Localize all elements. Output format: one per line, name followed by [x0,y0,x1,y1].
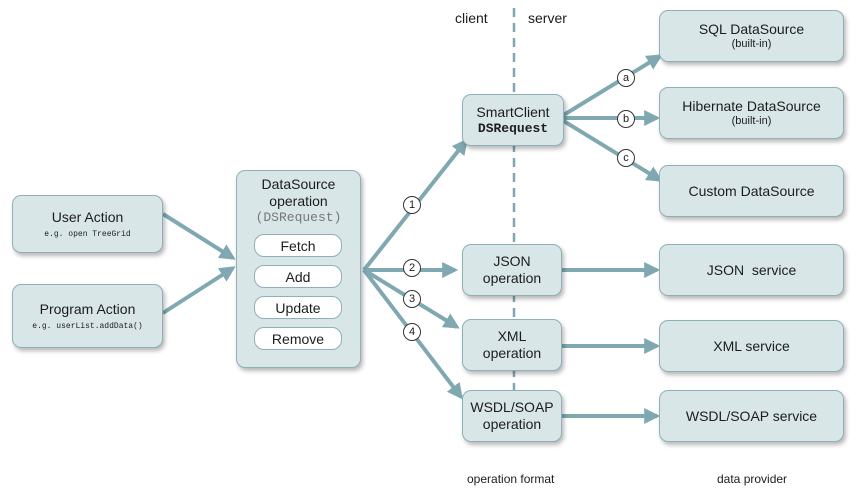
add-button[interactable]: Add [254,265,342,288]
remove-button[interactable]: Remove [254,327,342,350]
operation-request-label: (DSRequest) [255,209,342,225]
user-action-box: User Action e.g. open TreeGrid [12,195,163,253]
json-operation-box: JSON operation [462,244,562,296]
program-action-example: e.g. userList.addData() [32,321,143,331]
client-label: client [455,10,488,26]
operation-title-line2: operation [269,192,328,209]
hibernate-builtin-label: (built-in) [731,114,772,127]
json-operation-line2: operation [482,270,542,286]
custom-datasource-label: Custom DataSource [688,182,815,199]
custom-datasource-box: Custom DataSource [659,165,844,217]
xml-operation-line2: operation [482,345,542,361]
step-marker-4: 4 [403,323,421,341]
json-service-box: JSON service [659,244,844,296]
branch-marker-c: c [617,149,635,167]
smartclient-format-box: SmartClient DSRequest [462,94,564,146]
sql-datasource-label: SQL DataSource [698,21,805,37]
wsdl-service-label: WSDL/SOAP service [685,407,818,424]
branch-marker-b: b [617,110,635,128]
sql-datasource-box: SQL DataSource (built-in) [659,10,844,62]
program-action-box: Program Action e.g. userList.addData() [12,284,163,348]
step-marker-1: 1 [403,196,421,214]
xml-service-box: XML service [659,320,844,372]
operation-format-caption: operation format [467,472,555,486]
wsdl-service-box: WSDL/SOAP service [659,390,844,442]
xml-operation-line1: XML [497,328,527,345]
smartclient-label: SmartClient [476,103,550,120]
xml-operation-box: XML operation [462,319,562,371]
wsdl-operation-line1: WSDL/SOAP [470,399,554,416]
json-operation-line1: JSON [493,253,531,270]
wsdl-operation-line2: operation [482,416,542,432]
dsrequest-label: DSRequest [477,120,549,136]
user-action-example: e.g. open TreeGrid [44,229,131,239]
operation-title-line1: DataSource [261,176,336,192]
update-button[interactable]: Update [254,296,342,319]
program-action-title: Program Action [39,300,136,317]
hibernate-datasource-label: Hibernate DataSource [682,98,821,114]
wsdl-operation-box: WSDL/SOAP operation [462,390,562,442]
arrow-smartclient-to-sql [560,54,663,118]
hibernate-datasource-box: Hibernate DataSource (built-in) [659,87,844,139]
arrow-smartclient-to-custom [560,118,663,182]
sql-builtin-label: (built-in) [731,37,772,50]
step-marker-3: 3 [403,290,421,308]
user-action-title: User Action [51,208,124,225]
arrow-user-to-operation [161,212,236,260]
server-label: server [528,10,567,26]
fetch-button[interactable]: Fetch [254,234,342,257]
data-provider-caption: data provider [717,472,788,486]
json-service-label: JSON service [706,261,797,278]
branch-marker-a: a [617,69,635,87]
step-marker-2: 2 [403,259,421,277]
arrow-program-to-operation [161,266,236,315]
xml-service-label: XML service [713,337,790,354]
